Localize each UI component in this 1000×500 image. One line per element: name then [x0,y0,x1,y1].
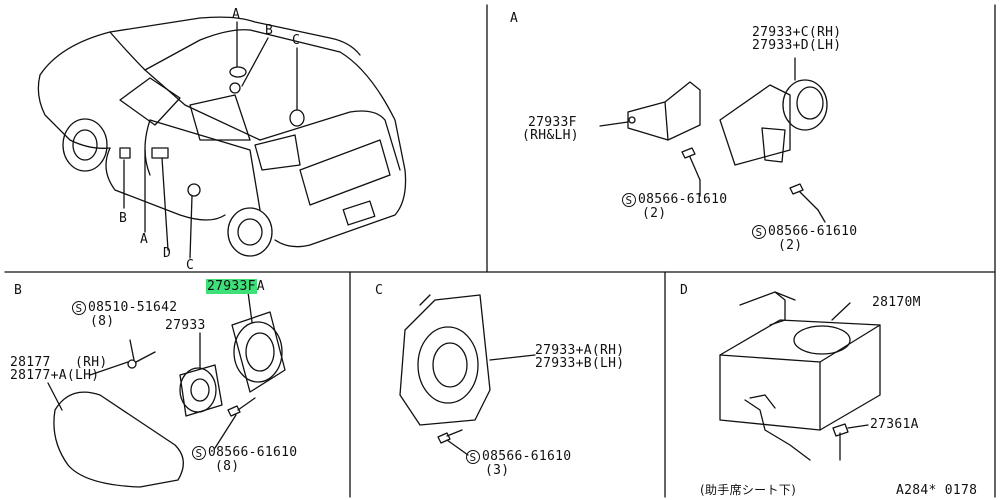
panel-a-bracket-part: 27933F [528,115,577,130]
panel-b-screw-top-part: 08510-51642 [88,300,178,315]
panel-d-parts [719,291,881,461]
panel-a-screw1-part: 08566-61610 [638,192,728,207]
callout-c-bottom: C [186,258,195,273]
screw-symbol-icon: S [192,446,206,460]
screw-symbol-icon: S [466,450,480,464]
panel-c-screw-qty: (3) [485,463,510,478]
screw-symbol-icon: S [752,225,766,239]
panel-b-parts [47,291,286,488]
highlighted-part-number: 27933F [206,279,257,294]
panel-a-screw2-part: 08566-61610 [768,224,858,239]
panel-b-screw-bottom-qty: (8) [215,459,240,474]
panel-d-title: D [680,283,689,298]
panel-b-screw-bottom-part: 08566-61610 [208,445,298,460]
screw-symbol-icon: S [622,193,636,207]
car-illustration [37,16,407,259]
highlighted-part-suffix: A [256,279,265,294]
panel-a-speaker-lh: 27933+D(LH) [752,38,842,53]
panel-a-title: A [510,11,519,26]
callout-c-top: C [292,33,301,48]
callout-a-top: A [232,7,241,22]
panel-d-location-note: (助手席シート下) [700,483,797,497]
panel-a-screw2-qty: (2) [778,238,803,253]
panel-dividers [4,4,996,498]
panel-a-bracket-side: (RH&LH) [522,128,579,143]
panel-b-screw-top-qty: (8) [90,314,115,329]
panel-c-speaker-rh: 27933+A(RH) [535,343,625,358]
panel-b-grille-lh: 28177+A(LH) [10,368,100,383]
callout-b-top: B [265,23,274,38]
panel-c-parts [399,294,536,456]
panel-a-screw1-qty: (2) [642,206,667,221]
panel-b-highlight-label: 27933FA [206,279,265,294]
panel-a-speaker-rh: 27933+C(RH) [752,25,842,40]
panel-b-speaker-part: 27933 [165,318,206,333]
panel-c-speaker-lh: 27933+B(LH) [535,356,625,371]
panel-a-bracket [599,57,828,223]
diagram-code: A284* 0178 [896,483,978,498]
panel-c-screw-part: 08566-61610 [482,449,572,464]
panel-d-bolt-part: 27361A [870,417,919,432]
callout-b-bottom: B [119,211,128,226]
panel-b-grille-rh: 28177 (RH) [10,355,108,370]
panel-b-title: B [14,283,23,298]
panel-d-amp-part: 28170M [872,295,921,310]
screw-symbol-icon: S [72,301,86,315]
callout-d-bottom: D [163,246,172,261]
callout-a-bottom: A [140,232,149,247]
panel-c-title: C [375,283,384,298]
